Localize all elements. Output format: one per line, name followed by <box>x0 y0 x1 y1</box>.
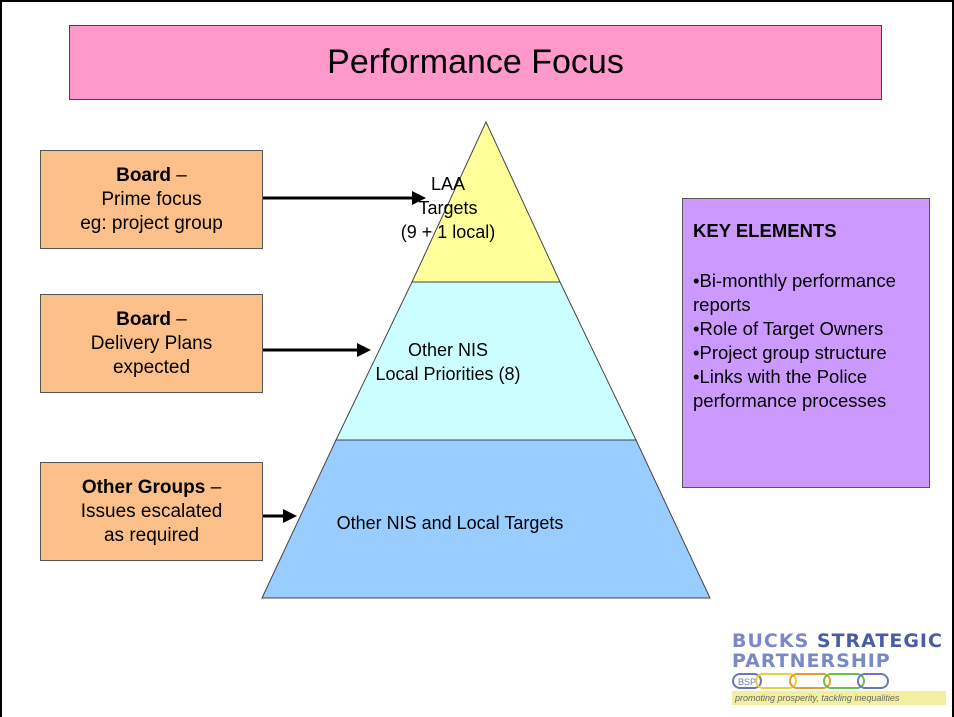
tier-line: Other NIS <box>407 340 489 360</box>
tier-line: Other NIS and Local Targets <box>336 513 564 533</box>
tier-line: Local Priorities (8) <box>375 364 521 384</box>
other-groups-box: Other Groups – Issues escalated as requi… <box>40 462 263 561</box>
board-delivery-plans-box: Board – Delivery Plans expected <box>40 294 263 393</box>
tier-label-nis-priorities: Other NIS Local Priorities (8) <box>318 338 578 386</box>
box-heading: Board <box>116 164 172 186</box>
arrow-board-to-nis <box>263 343 371 357</box>
key-element-item: •Project group structure <box>693 342 887 363</box>
key-elements-title: KEY ELEMENTS <box>693 220 837 241</box>
key-element-item: •Bi-monthly performance reports <box>693 270 896 315</box>
logo-rings-icon: BSP <box>732 673 889 689</box>
box-line: expected <box>112 356 191 378</box>
logo-word: STRATEGIC <box>816 630 943 652</box>
slide-frame-right <box>952 0 954 717</box>
box-line: eg: project group <box>80 212 223 234</box>
box-dash: – <box>205 476 222 498</box>
arrow-groups-to-targets <box>263 509 297 523</box>
box-heading: Other Groups <box>81 476 206 498</box>
page-title: Performance Focus <box>69 25 882 100</box>
key-element-item: •Links with the Police performance proce… <box>693 366 887 411</box>
box-line: Issues escalated <box>80 500 223 522</box>
bsp-logo: BUCKS STRATEGIC PARTNERSHIP BSP promotin… <box>732 631 952 711</box>
key-element-item: •Role of Target Owners <box>693 318 884 339</box>
arrow-board-to-laa <box>263 191 426 205</box>
box-dash: – <box>171 308 187 330</box>
box-heading: Board <box>116 308 172 330</box>
box-line: Prime focus <box>101 188 202 210</box>
logo-line-1: BUCKS STRATEGIC <box>732 631 952 651</box>
logo-word: BUCKS <box>732 630 810 652</box>
box-line: Delivery Plans <box>90 332 213 354</box>
key-elements-box: KEY ELEMENTS •Bi-monthly performance rep… <box>682 198 930 488</box>
box-dash: – <box>171 164 187 186</box>
slide-frame-left <box>0 0 2 717</box>
tier-line: LAA <box>430 174 466 194</box>
tier-line: Targets <box>418 198 478 218</box>
logo-line-2: PARTNERSHIP <box>732 650 891 672</box>
pyramid-tier-bottom <box>261 439 711 599</box>
tier-line: (9 + 1 local) <box>400 222 496 242</box>
slide-frame-top <box>0 0 954 2</box>
tier-label-laa: LAA Targets (9 + 1 local) <box>388 172 508 244</box>
box-line: as required <box>103 524 200 546</box>
logo-tagline: promoting prosperity, tackling inequalit… <box>732 691 946 705</box>
tier-label-nis-targets: Other NIS and Local Targets <box>300 511 600 535</box>
logo-badge: BSP <box>738 677 756 687</box>
board-prime-focus-box: Board – Prime focus eg: project group <box>40 150 263 249</box>
